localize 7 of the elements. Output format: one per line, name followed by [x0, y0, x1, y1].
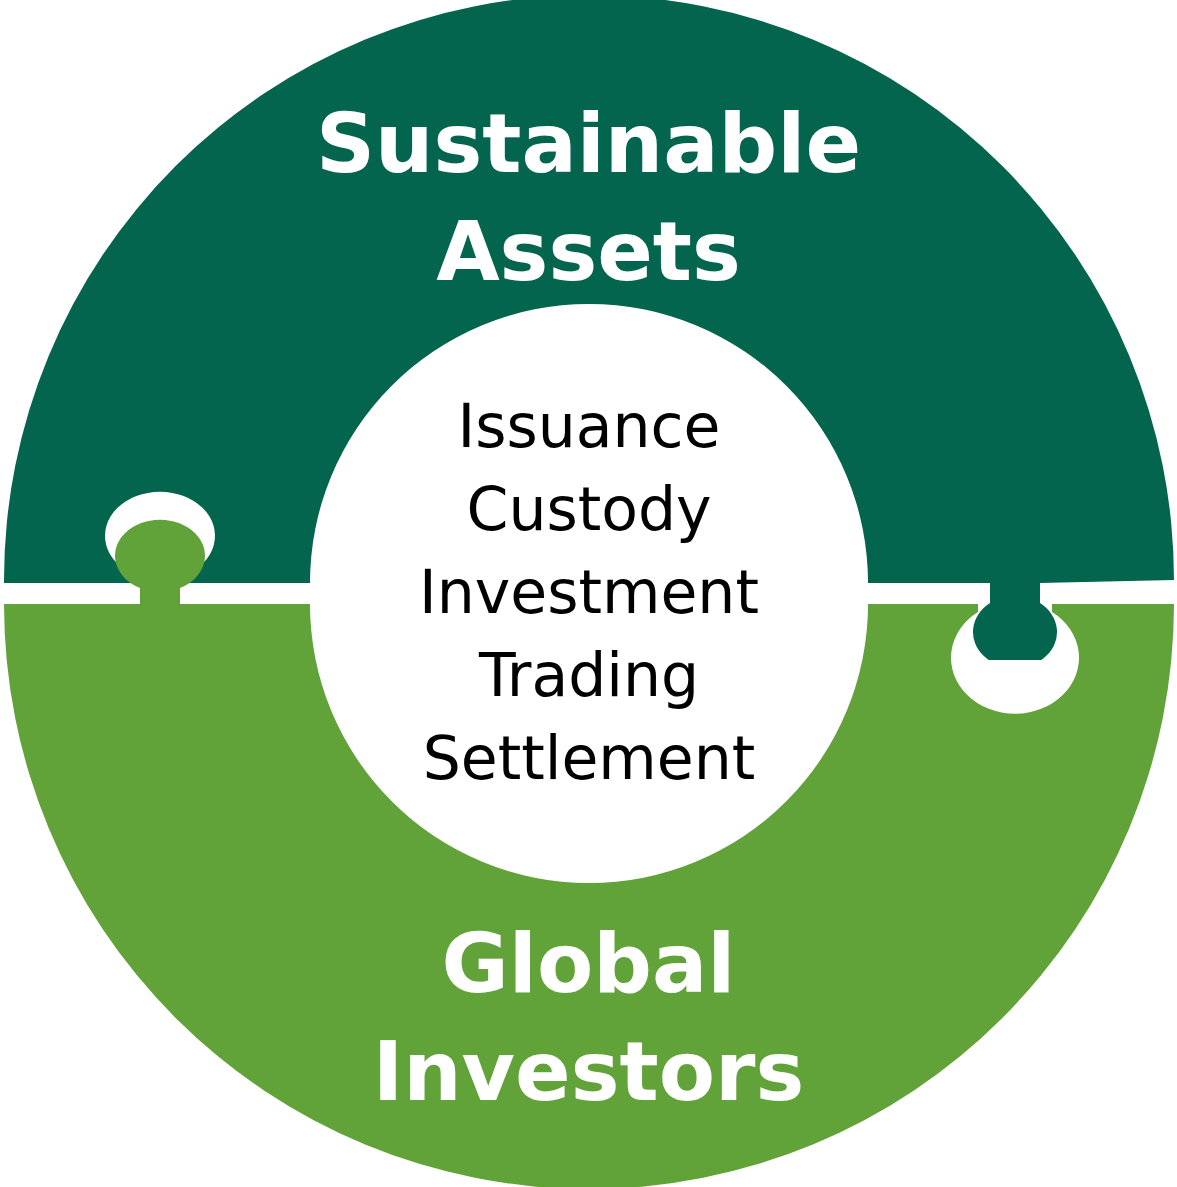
service-label: Trading [477, 639, 701, 712]
service-label: Custody [465, 473, 713, 546]
segment-title: Global Investors [371, 915, 806, 1121]
service-label: Investment [418, 556, 760, 629]
service-label: Settlement [421, 722, 757, 795]
service-label: Issuance [456, 390, 722, 463]
segment-title: Sustainable Assets [315, 95, 862, 301]
